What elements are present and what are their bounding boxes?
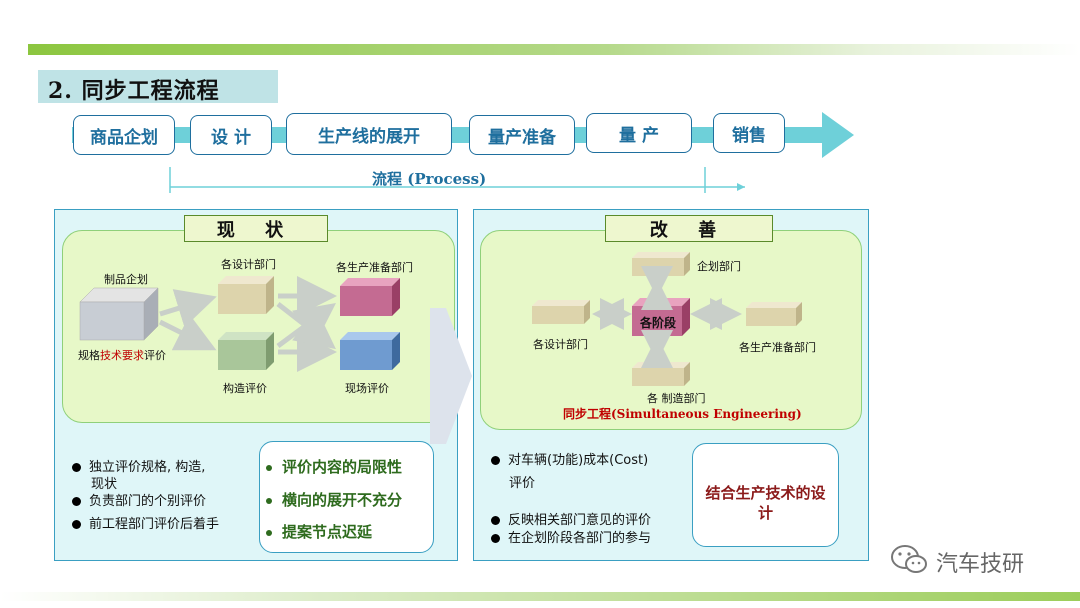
highlight-text: 结合生产技术的设计 bbox=[705, 484, 826, 522]
se-caption: 同步工程(Simultaneous Engineering) bbox=[563, 407, 802, 421]
watermark-text: 汽车技研 bbox=[936, 552, 1025, 577]
improved-flow-diagram bbox=[532, 252, 802, 386]
top-accent-bar bbox=[28, 44, 1080, 55]
highlight-box bbox=[692, 443, 839, 547]
bottom-accent-bar bbox=[0, 592, 1080, 601]
issue-item: 提案节点迟延 bbox=[266, 521, 372, 542]
process-arrow-head bbox=[800, 112, 854, 158]
node-each-stage: 各阶段 bbox=[640, 316, 677, 330]
stage-sales: 销售 bbox=[713, 113, 785, 153]
improved-bullet-continuation: 评价 bbox=[509, 476, 536, 491]
current-state-heading: 现 状 bbox=[184, 215, 328, 242]
transition-arrow bbox=[430, 308, 472, 444]
page-title: 2. 同步工程流程 bbox=[48, 78, 220, 104]
wechat-icon bbox=[891, 545, 927, 573]
improved-state-heading: 改 善 bbox=[605, 215, 773, 242]
improved-bullet: 反映相关部门意见的评价 bbox=[491, 509, 651, 528]
current-flow-diagram bbox=[79, 276, 400, 372]
flow-label: 流程 (Process) bbox=[372, 170, 487, 188]
issue-item: 评价内容的局限性 bbox=[266, 456, 402, 477]
issue-item: 横向的展开不充分 bbox=[266, 489, 402, 510]
node-product-planning: 制品企划 bbox=[104, 273, 148, 286]
title-background bbox=[38, 70, 278, 103]
stage-design: 设 计 bbox=[190, 115, 272, 155]
node-prep-depts: 各生产准备部门 bbox=[336, 261, 413, 274]
current-bullet: 前工程部门评价后着手 bbox=[72, 513, 219, 532]
flow-span-arrow bbox=[169, 167, 745, 193]
stage-line-deployment: 生产线的展开 bbox=[286, 113, 452, 155]
issues-box bbox=[259, 441, 434, 553]
node-design-depts: 各设计部门 bbox=[533, 338, 588, 351]
current-bullet: 独立评价规格, 构造, bbox=[72, 456, 205, 475]
improved-bullet: 在企划阶段各部门的参与 bbox=[491, 527, 651, 546]
node-prep-depts: 各生产准备部门 bbox=[739, 341, 816, 354]
current-bullet-continuation: 现状 bbox=[91, 477, 118, 492]
node-structure-eval: 构造评价 bbox=[223, 382, 267, 395]
stage-mass-production-prep: 量产准备 bbox=[469, 115, 575, 155]
node-planning-dept: 企划部门 bbox=[697, 260, 741, 273]
node-spec-evaluation: 规格技术要求评价 bbox=[78, 349, 166, 362]
node-field-eval: 现场评价 bbox=[345, 382, 389, 395]
stage-mass-production: 量 产 bbox=[586, 113, 692, 153]
node-design-depts: 各设计部门 bbox=[221, 258, 276, 271]
current-bullet: 负责部门的个别评价 bbox=[72, 490, 206, 509]
stage-product-planning: 商品企划 bbox=[73, 115, 175, 155]
node-manufacturing-depts: 各 制造部门 bbox=[647, 392, 706, 405]
improved-bullet: 对车辆(功能)成本(Cost) bbox=[491, 449, 648, 468]
